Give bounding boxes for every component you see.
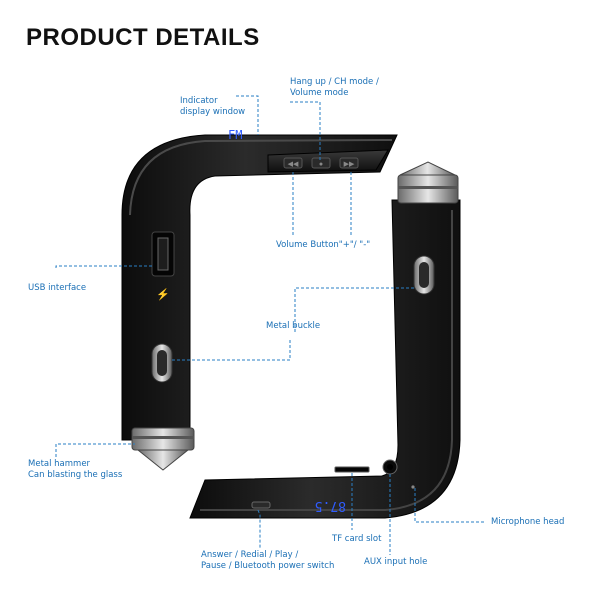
- label-metal-hammer-line2: Can blasting the glass: [28, 470, 123, 480]
- left-device: FM ◀◀ ● ▶▶ ⚡: [121, 128, 398, 471]
- ch-button[interactable]: [311, 157, 331, 169]
- hang-up-ch-volume-buttons[interactable]: ◀◀ ● ▶▶: [283, 157, 359, 169]
- page-title: PRODUCT DETAILS: [26, 24, 260, 51]
- tf-card-slot[interactable]: [334, 466, 370, 473]
- label-answer-line1: Answer / Redial / Play /: [201, 550, 299, 560]
- label-indicator-line2: display window: [180, 107, 246, 117]
- display-text-bottom: 87.5: [315, 498, 346, 513]
- microphone-head: [411, 485, 415, 489]
- label-indicator: Indicator display window: [180, 96, 245, 118]
- usb-interface[interactable]: [151, 231, 175, 277]
- label-answer: Answer / Redial / Play / Pause / Bluetoo…: [201, 550, 334, 572]
- label-aux-input-hole: AUX input hole: [364, 557, 428, 567]
- label-indicator-line1: Indicator: [180, 96, 218, 106]
- leader-lines: [55, 95, 486, 555]
- label-hang-up-line1: Hang up / CH mode /: [290, 77, 379, 87]
- label-answer-line2: Pause / Bluetooth power switch: [201, 561, 335, 571]
- label-metal-hammer: Metal hammer Can blasting the glass: [28, 459, 122, 481]
- ch-icon: ●: [319, 161, 323, 168]
- answer-button[interactable]: [251, 501, 271, 509]
- next-button[interactable]: [339, 157, 359, 169]
- next-icon: ▶▶: [344, 161, 355, 168]
- prev-icon: ◀◀: [288, 161, 299, 168]
- label-hang-up: Hang up / CH mode / Volume mode: [290, 77, 379, 99]
- indicator-display-window: FM: [228, 128, 242, 142]
- label-metal-hammer-line1: Metal hammer: [28, 459, 91, 469]
- prev-button[interactable]: [283, 157, 303, 169]
- label-tf-card-slot: TF card slot: [332, 534, 382, 544]
- right-device: 87.5: [189, 161, 461, 519]
- display-text-top: FM: [228, 128, 242, 142]
- metal-hammer-right: [397, 161, 459, 204]
- label-microphone-head: Microphone head: [491, 517, 565, 527]
- metal-hammer: [131, 427, 195, 471]
- label-volume-button: Volume Button"+"/ "-": [276, 240, 371, 250]
- label-metal-buckle: Metal buckle: [266, 321, 321, 331]
- lightning-icon: ⚡: [156, 288, 170, 301]
- label-usb-interface: USB interface: [28, 283, 87, 293]
- label-hang-up-line2: Volume mode: [290, 88, 349, 98]
